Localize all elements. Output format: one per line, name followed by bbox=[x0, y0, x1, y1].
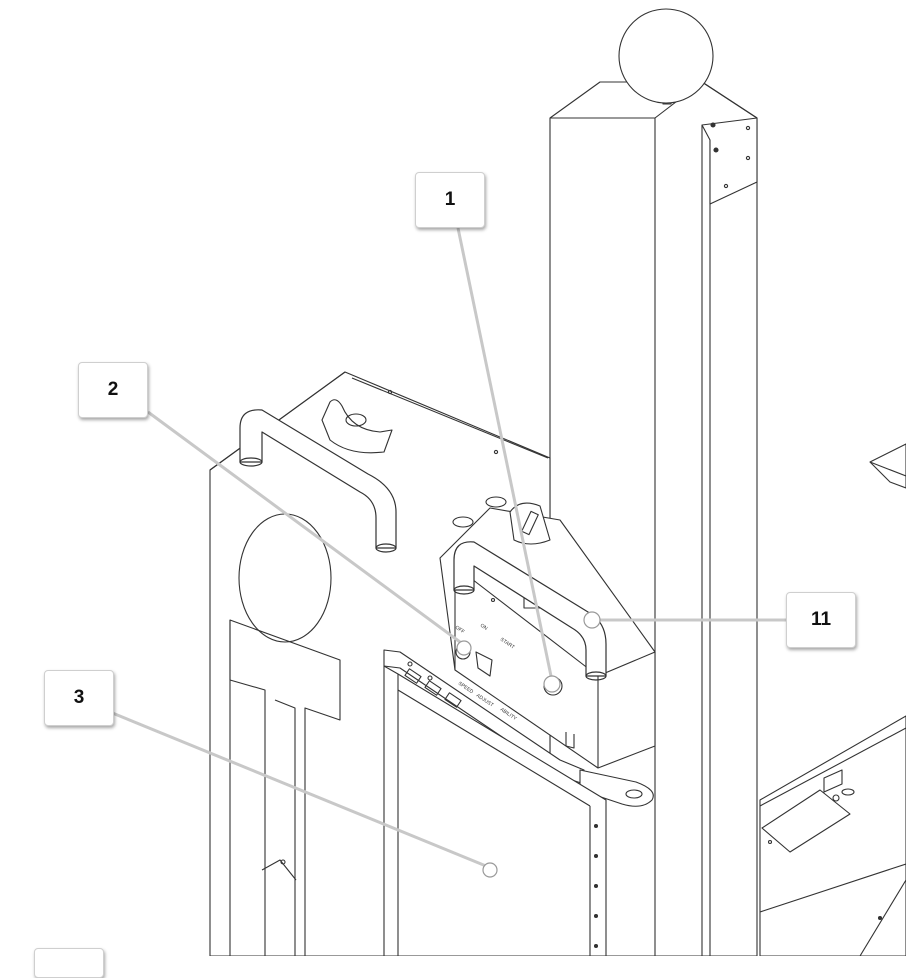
callout-2-label: 2 bbox=[107, 379, 119, 400]
label-off: OFF bbox=[454, 625, 466, 636]
callout-partial bbox=[34, 948, 104, 978]
callout-11: 11 bbox=[786, 592, 856, 648]
callout-1: 1 bbox=[415, 172, 485, 228]
mounting-tab bbox=[579, 769, 654, 807]
callout-1-label: 1 bbox=[444, 189, 456, 210]
callout-2: 2 bbox=[78, 362, 148, 418]
leader-dots bbox=[456, 611, 601, 878]
top-sphere bbox=[618, 8, 714, 104]
target-3-dot bbox=[482, 862, 498, 878]
callout-11-label: 11 bbox=[810, 609, 832, 630]
target-2-dot bbox=[456, 640, 472, 656]
socket-c bbox=[321, 399, 393, 454]
leader-lines bbox=[109, 227, 786, 868]
target-1-dot bbox=[543, 675, 561, 693]
equipment-diagram: OFF ON START SPEED ADJUST ABILITY bbox=[109, 8, 906, 956]
right-base bbox=[759, 715, 906, 956]
callout-3: 3 bbox=[44, 670, 114, 726]
right-tray bbox=[869, 443, 906, 489]
door-panel bbox=[383, 665, 607, 956]
target-11-dot bbox=[583, 611, 601, 629]
handle-left bbox=[239, 409, 397, 553]
label-on: ON bbox=[479, 623, 489, 632]
handle-right bbox=[453, 541, 607, 681]
callout-3-label: 3 bbox=[73, 687, 85, 708]
